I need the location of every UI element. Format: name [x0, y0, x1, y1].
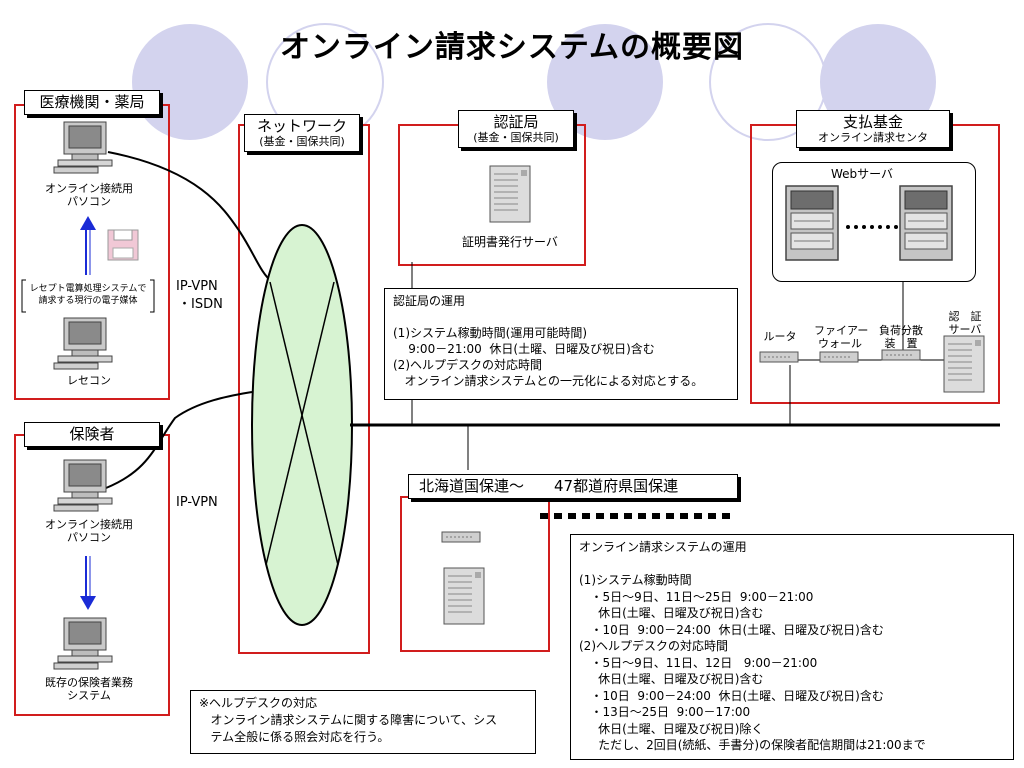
cert-operation-note: 認証局の運用 (1)システム稼動時間(運用可能時間) 9:00－21:00 休日… [384, 288, 738, 400]
insurer-system-label: 既存の保険者業務 システム [45, 676, 133, 702]
helpdesk-note: ※ヘルプデスクの対応 オンライン請求システムに関する障害について、シス テム全般… [190, 690, 536, 754]
media-note: レセプト電算処理システムで 請求する現行の電子媒体 [29, 284, 147, 306]
insurer-heading: 保険者 [24, 422, 160, 447]
web-server-label: Webサーバ [830, 167, 894, 181]
firewall-icon [819, 351, 859, 363]
shiharai-heading: 支払基金 オンライン請求センタ [796, 110, 950, 148]
insurer-pc-label: オンライン接続用 パソコン [45, 518, 133, 544]
medical-pc-icon [53, 121, 113, 174]
page-title: オンライン請求システムの概要図 [279, 30, 745, 65]
medical-heading: 医療機関・薬局 [24, 90, 160, 115]
firewall-label: ファイアー ウォール [814, 324, 869, 350]
load-balancer-icon [881, 349, 921, 361]
load-balancer-label: 負荷分散 装 置 [879, 324, 923, 350]
cert-server-label: 証明書発行サーバ [462, 235, 558, 249]
router-icon [759, 351, 799, 363]
auth-server-label: 認 証 サーバ [948, 310, 982, 336]
recekon-icon [53, 317, 113, 370]
kokuho-router-icon [441, 531, 481, 543]
router-label: ルータ [763, 330, 797, 343]
kokuho-server-icon [443, 567, 485, 625]
floppy-disk-icon [107, 229, 139, 261]
vpn-isdn-label-2: ・ISDN [178, 297, 223, 312]
cert-heading: 認証局 (基金・国保共同) [458, 110, 574, 148]
cert-server-icon [489, 165, 531, 223]
insurer-pc-icon [53, 459, 113, 512]
insurer-system-icon [53, 617, 113, 670]
online-operation-note: オンライン請求システムの運用 (1)システム稼動時間 ・5日〜9日、11日〜25… [570, 534, 1014, 760]
ellipsis-dots [846, 225, 898, 229]
auth-server-icon [943, 335, 985, 393]
web-server-1-icon [785, 185, 839, 261]
recekon-label: レセコン [67, 374, 111, 387]
kokuho-heading: 北海道国保連〜 47都道府県国保連 [408, 474, 738, 499]
network-heading: ネットワーク (基金・国保共同) [244, 114, 360, 152]
medical-pc-label: オンライン接続用 パソコン [45, 182, 133, 208]
vpn-label: IP-VPN [176, 495, 218, 510]
vpn-isdn-label-1: IP-VPN [176, 279, 218, 294]
web-server-2-icon [899, 185, 953, 261]
